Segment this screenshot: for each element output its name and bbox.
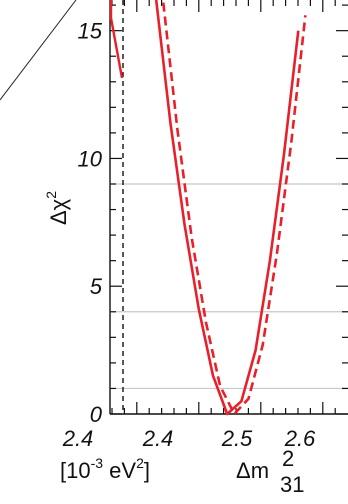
grid-lines [110, 183, 348, 390]
diagonal-decor-line [0, 0, 77, 101]
axis-ticks [110, 0, 348, 415]
x-unit-suffix: ] [144, 458, 150, 483]
x-tick-label-3: 2.6 [284, 426, 316, 451]
x-tick-label-1: 2.4 [142, 426, 174, 451]
plot-frame [109, 0, 348, 415]
y-tick-label-3: 15 [78, 19, 103, 44]
svg-text:Δχ2: Δχ2 [43, 191, 71, 225]
series-lines [109, 0, 307, 416]
y-axis-label: Δχ2 [43, 191, 71, 225]
x-quantity-sup: 2 [282, 446, 294, 471]
y-axis-label-text: Δχ [46, 198, 71, 225]
x-unit-mid: eV [103, 458, 136, 483]
x-unit-prefix: [10 [60, 458, 91, 483]
x-quantity-label: Δm [236, 458, 269, 483]
x-tick-label-2: 2.5 [221, 426, 253, 451]
y-tick-label-1: 5 [90, 274, 103, 299]
series-line-dashed [162, 2, 307, 416]
y-tick-label-0: 0 [90, 402, 103, 427]
x-unit-exp2: 2 [136, 455, 144, 471]
x-tick-labels: 2.4 2.4 2.5 2.6 [62, 426, 316, 451]
x-unit-exp: -3 [91, 455, 104, 471]
series-line-solid [154, 0, 300, 416]
y-tick-label-2: 10 [78, 146, 103, 171]
y-axis-label-sup: 2 [43, 191, 59, 199]
x-tick-label-0: 2.4 [62, 426, 94, 451]
x-quantity-text: Δm [236, 458, 269, 483]
x-axis-label: [10-3 eV2] [60, 455, 150, 483]
x-quantity-sub: 31 [280, 472, 304, 497]
y-tick-labels: 0 5 10 15 [78, 19, 103, 427]
left-edge-series-line [109, 0, 124, 79]
